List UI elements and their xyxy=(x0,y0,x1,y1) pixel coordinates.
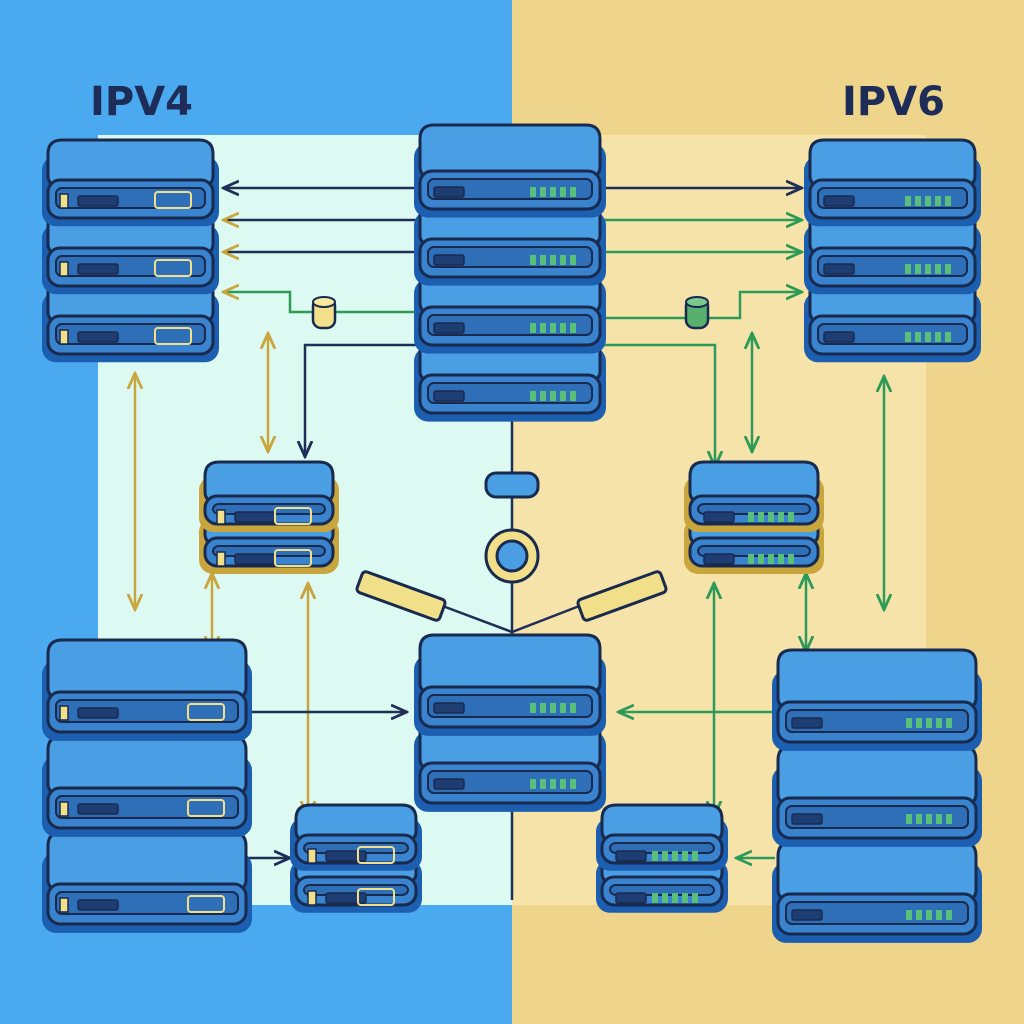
ipv4-label: IPV4 xyxy=(90,79,193,125)
cable-connector-left xyxy=(311,296,337,330)
network-switch-icon xyxy=(199,460,339,574)
server-stack-icon xyxy=(414,633,606,812)
server-stack-icon xyxy=(772,648,982,943)
server-stack-icon xyxy=(42,638,252,933)
cable-icon xyxy=(576,570,668,622)
server-stack-icon xyxy=(42,138,219,363)
cable-icon xyxy=(355,570,447,622)
vertical-links xyxy=(135,335,884,815)
bottom-links xyxy=(245,603,775,858)
ipv6-label: IPV6 xyxy=(842,79,945,125)
network-switch-icon xyxy=(290,803,422,913)
top-links xyxy=(225,188,800,465)
cable-connector-right xyxy=(684,296,710,330)
connection-node-icon xyxy=(484,471,540,499)
network-switch-icon xyxy=(596,803,728,913)
network-switch-icon xyxy=(684,460,824,574)
connection-node-icon xyxy=(484,528,540,584)
server-stack-icon xyxy=(804,138,981,363)
servers-layer xyxy=(42,123,982,943)
server-stack-icon xyxy=(414,123,606,422)
